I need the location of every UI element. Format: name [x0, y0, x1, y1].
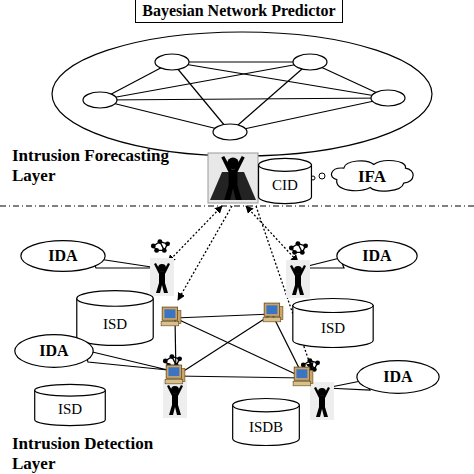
callout-bubble: IDA: [20, 240, 106, 272]
node-text: IDA: [356, 368, 440, 386]
layer-label: Intrusion Detection Layer: [12, 434, 180, 474]
node-text: IDA: [14, 342, 94, 360]
node-text: ISD: [292, 320, 374, 337]
node-text: IDA: [20, 247, 106, 265]
database-cylinder: CID: [258, 158, 312, 204]
thought-bubble: IFA: [328, 158, 416, 194]
database-cylinder: ISD: [292, 298, 374, 348]
node-text: ISD: [34, 401, 106, 418]
node-text: ISDB: [232, 419, 300, 436]
callout-bubble: IDA: [14, 334, 94, 368]
node-text: IFA: [328, 167, 416, 186]
diagram-title: Bayesian Network Predictor: [135, 0, 343, 23]
node-text: ISD: [76, 316, 154, 333]
layer-label: Intrusion Forecasting Layer: [12, 146, 180, 186]
callout-bubble: IDA: [356, 360, 440, 394]
database-cylinder: ISD: [34, 384, 106, 426]
node-text: IDA: [336, 247, 418, 265]
node-text: CID: [258, 177, 312, 194]
database-cylinder: ISDB: [232, 398, 300, 446]
database-cylinder: ISD: [76, 290, 154, 346]
callout-bubble: IDA: [336, 240, 418, 272]
